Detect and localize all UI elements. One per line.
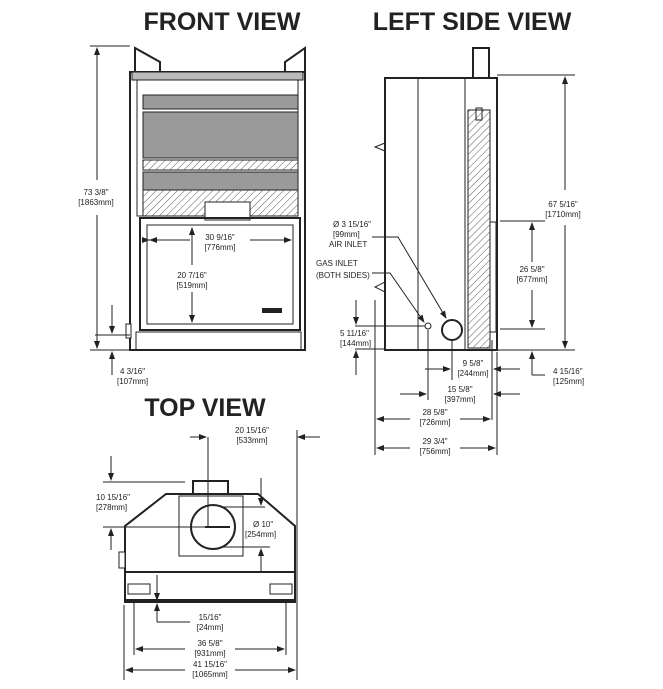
top-panel [142,94,299,110]
overall-width-mm: [1065mm] [192,670,228,679]
air-inlet-circle [441,319,463,341]
glass-opening [146,224,294,325]
panel-bottom-label: 4 15/16" [553,367,583,376]
front-offset-label: 15/16" [199,613,222,622]
air-inlet-mm: [99mm] [333,230,360,239]
base-height-mm: [107mm] [117,377,148,386]
overall-depth-label: 29 3/4" [422,437,447,446]
flue-box [178,495,244,557]
air-inlet-dia: Ø 3 15/16" [333,220,371,229]
depth-label: 28 5/8" [422,408,447,417]
overall-depth-mm: [756mm] [419,447,450,456]
panel-bottom-mm: [125mm] [553,377,584,386]
front-height-mm: [1863mm] [78,198,114,207]
flue-center-mm: [533mm] [236,436,267,445]
flue-depth-label: 10 15/16" [96,493,130,502]
flue-diameter-mm: [254mm] [245,530,276,539]
chimney-collar [472,47,490,79]
gas-offset-mm: [397mm] [444,395,475,404]
air-offset-mm: [244mm] [457,369,488,378]
gas-inlet-note: (BOTH SIDES) [316,271,370,280]
overall-width-label: 41 15/16" [193,660,227,669]
gas-inlet-circle [424,322,432,330]
front-view: FRONT VIEW 30 9/16" [776mm] 20 7/16" [51… [78,8,306,386]
left-side-view-title: LEFT SIDE VIEW [373,8,572,36]
flue-depth-mm: [278mm] [96,503,127,512]
panel-height-mm: [677mm] [516,275,547,284]
inner-width-label: 36 5/8" [197,639,222,648]
front-offset-mm: [24mm] [197,623,224,632]
glass-height-mm: [519mm] [176,281,207,290]
air-inlet-label: AIR INLET [329,240,367,249]
side-height-label: 67 5/16" [548,200,578,209]
glass-frame [139,217,301,331]
inlet-height-mm: [144mm] [340,339,371,348]
glass-height-label: 20 7/16" [177,271,207,280]
hatched-panel [467,109,491,349]
gas-offset-label: 15 5/8" [447,385,472,394]
air-offset-label: 9 5/8" [463,359,484,368]
panel-height-label: 26 5/8" [519,265,544,274]
top-flanges [134,46,306,72]
side-height-mm: [1710mm] [545,210,581,219]
flue-collar [192,480,229,495]
gas-inlet-label: GAS INLET [316,259,358,268]
front-view-title: FRONT VIEW [144,8,301,36]
glass-width-label: 30 9/16" [205,233,235,242]
control-box [204,201,251,221]
inlet-height-label: 5 11/16" [340,329,369,338]
left-side-view: LEFT SIDE VIEW Ø 3 15/16" [99mm] AIR INL… [316,8,584,456]
glass-width-mm: [776mm] [204,243,235,252]
flue-diameter-label: Ø 10" [253,520,273,529]
depth-mm: [726mm] [419,418,450,427]
top-body [124,493,296,603]
inner-width-mm: [931mm] [194,649,225,658]
top-view-title: TOP VIEW [144,394,266,422]
flue-center-label: 20 15/16" [235,426,269,435]
top-view: TOP VIEW 20 15/16" [533mm] 10 15/16" [27… [96,394,320,680]
base-height-label: 4 3/16" [120,367,145,376]
side-body [384,77,498,351]
front-height-label: 73 3/8" [83,188,108,197]
